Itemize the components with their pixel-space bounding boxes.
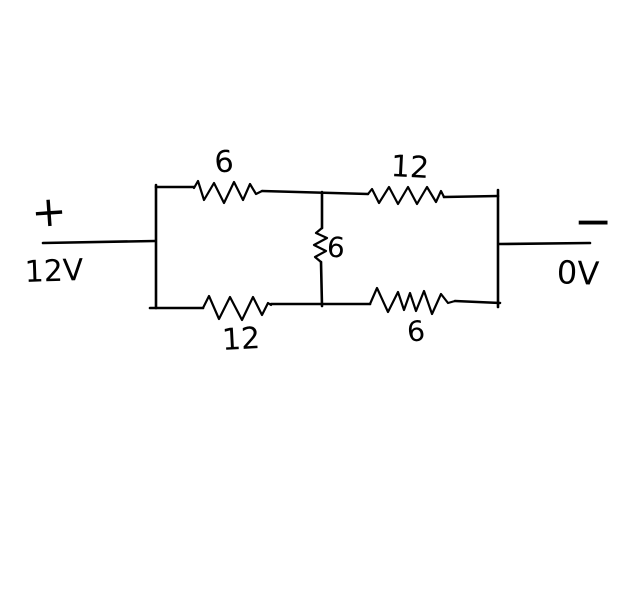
wire-bottom-right	[453, 299, 502, 305]
wire-top-middle	[260, 189, 370, 196]
plus-symbol: +	[30, 186, 69, 237]
resistor-bottom-right-value: 6	[405, 314, 426, 349]
minus-symbol: −	[574, 194, 613, 248]
wire-top-right	[442, 194, 500, 199]
resistor-middle-value: 6	[326, 230, 346, 264]
reference-voltage-label: 0V	[556, 253, 600, 292]
resistor-top-right-zigzag	[366, 185, 446, 206]
resistor-top-right-value: 12	[390, 149, 430, 186]
source-voltage-label: 12V	[24, 253, 84, 290]
resistor-top-left-value: 6	[213, 144, 235, 181]
resistor-middle-zigzag	[312, 226, 329, 264]
resistor-bottom-right-zigzag	[368, 286, 457, 316]
wire-negative-lead	[497, 241, 592, 246]
resistor-bottom-left-zigzag	[201, 294, 273, 322]
resistor-top-left-zigzag	[192, 179, 264, 205]
wire-bridge-lower	[319, 260, 324, 308]
wire-positive-lead	[41, 239, 157, 245]
resistor-bottom-left-value: 12	[221, 321, 261, 358]
